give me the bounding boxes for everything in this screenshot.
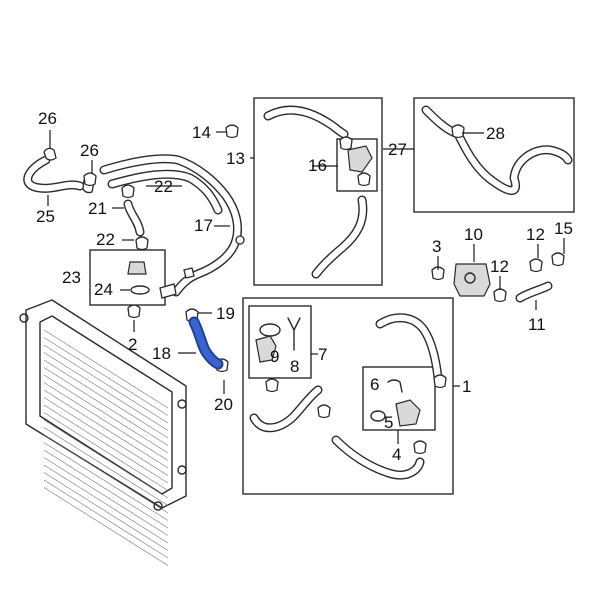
clip-22-upper: [121, 184, 135, 199]
radiator-fin: [43, 419, 169, 499]
housing-5: [387, 379, 421, 427]
radiator-fin: [43, 337, 169, 416]
callout-25: 25: [36, 207, 55, 226]
radiator-fin: [43, 374, 169, 454]
callout-15: 15: [554, 219, 573, 238]
callout-24: 24: [94, 280, 113, 299]
clip-14: [225, 124, 239, 139]
group-box-27: [413, 97, 575, 213]
radiator-fin: [43, 472, 169, 551]
callout-27: 27: [388, 140, 407, 159]
group-box-4: [362, 366, 436, 431]
radiator-fin: [43, 389, 169, 469]
radiator-fin: [43, 352, 169, 431]
radiator-fin: [43, 344, 169, 424]
callout-17: 17: [194, 216, 213, 235]
clip-15: [551, 252, 565, 267]
hose-27: [421, 105, 573, 195]
hose-11: [515, 281, 553, 303]
clip-12-upper: [529, 258, 543, 273]
callout-23: 23: [62, 268, 81, 287]
radiator-fin: [43, 427, 169, 506]
group-box-23: [89, 249, 166, 306]
radiator-fin: [43, 487, 169, 566]
hose-1-upper: [375, 313, 447, 389]
callout-13: 13: [226, 149, 245, 168]
flange-23: [127, 261, 150, 295]
callout-7: 7: [318, 345, 327, 364]
callout-4: 4: [392, 445, 401, 464]
callout-21: 21: [88, 199, 107, 218]
radiator-fin: [43, 329, 169, 409]
callout-20: 20: [214, 395, 233, 414]
callout-22-lower: 22: [96, 230, 115, 249]
hose-18-highlighted: [188, 316, 224, 370]
group-box-7: [248, 305, 312, 379]
radiator-fin: [43, 412, 169, 491]
callout-2: 2: [128, 335, 137, 354]
callout-19: 19: [216, 304, 235, 323]
seal-6: [370, 410, 386, 422]
group-box-16: [336, 138, 378, 192]
radiator-fin: [43, 442, 169, 521]
clip-3: [431, 266, 445, 281]
callout-1: 1: [462, 377, 471, 396]
callout-16: 16: [308, 156, 327, 175]
hose-13: [263, 105, 373, 279]
radiator-fin: [43, 367, 169, 446]
radiator-fin: [43, 359, 169, 439]
clip-26: [83, 172, 97, 187]
radiator-fin: [43, 404, 169, 484]
hose-1-lower: [249, 378, 427, 480]
callout-14: 14: [192, 123, 211, 142]
hose-25: [23, 147, 95, 194]
callout-6: 6: [370, 375, 379, 394]
callout-22-upper: 22: [154, 177, 173, 196]
callout-8: 8: [290, 357, 299, 376]
radiator-fin: [43, 449, 169, 529]
callout-10: 10: [464, 225, 483, 244]
bracket-8: [287, 317, 301, 351]
callout-28: 28: [486, 124, 505, 143]
fitting-9: [255, 323, 281, 363]
callout-3: 3: [432, 237, 441, 256]
callout-12-upper: 12: [526, 225, 545, 244]
radiator-fin: [43, 382, 169, 461]
clip-22-lower: [135, 236, 149, 251]
leader-lines: [47, 130, 565, 444]
callout-26-top: 26: [38, 109, 57, 128]
hose-21: [123, 199, 145, 237]
callout-12-lower: 12: [490, 257, 509, 276]
callout-11: 11: [528, 315, 546, 334]
callout-26-mid: 26: [80, 141, 99, 160]
radiator: [19, 299, 187, 566]
radiator-fin: [43, 464, 169, 544]
radiator-fin: [43, 479, 169, 559]
callout-18: 18: [152, 344, 171, 363]
clip-12-lower: [493, 288, 507, 303]
radiator-fin: [43, 457, 169, 536]
radiator-fin: [43, 434, 169, 514]
callout-9: 9: [270, 347, 279, 366]
callout-5: 5: [384, 413, 393, 432]
group-box-1: [242, 297, 454, 495]
radiator-fin: [43, 397, 169, 476]
clip-2: [127, 304, 141, 319]
group-box-13: [253, 97, 383, 286]
thermostat-housing-10: [453, 263, 491, 297]
pipe-17: [99, 154, 245, 299]
